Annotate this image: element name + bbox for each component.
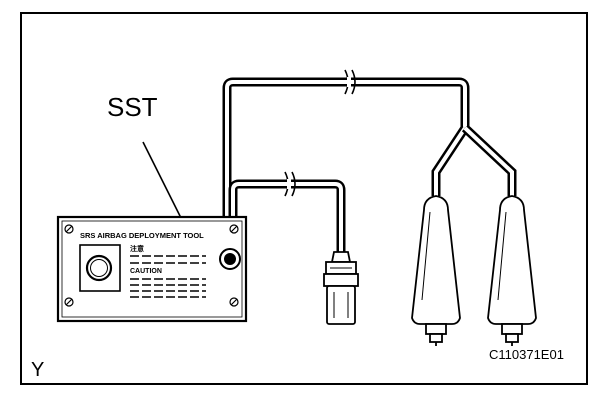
clip-lead-right (487, 195, 537, 346)
connector-cable (228, 171, 346, 256)
japanese-heading: 注意 (130, 244, 144, 253)
sst-leader-line (142, 141, 184, 223)
tool-title-text: SRS AIRBAG DEPLOYMENT TOOL (80, 231, 204, 240)
clip-lead-left (411, 195, 461, 346)
sst-label: SST (107, 92, 158, 122)
main-cable (222, 69, 470, 256)
deployment-tool-box: SRS AIRBAG DEPLOYMENT TOOL 注意 CAUTION (56, 215, 248, 323)
caution-heading: CAUTION (130, 268, 162, 275)
figure-code: C110371E01 (489, 347, 564, 362)
split-cable (431, 124, 517, 196)
label-text-lines (130, 255, 206, 264)
airbag-connector (323, 251, 359, 325)
caution-text-lines (130, 278, 206, 298)
corner-screw (64, 224, 239, 307)
view-letter: Y (31, 359, 44, 381)
